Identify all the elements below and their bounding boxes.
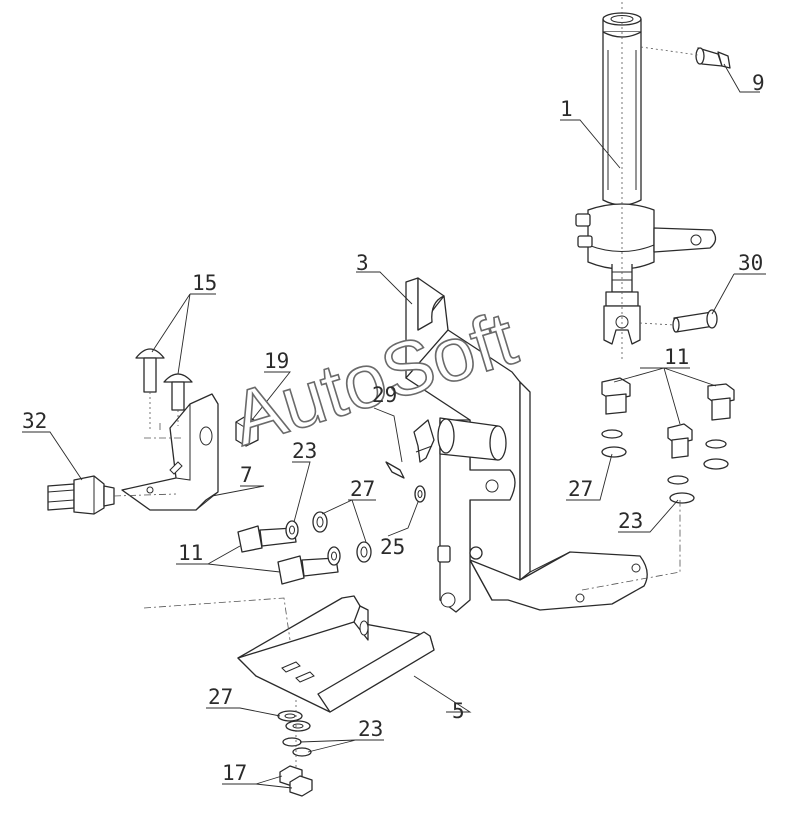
callout-label: 23 — [358, 717, 383, 741]
clevis-pin-part-30 — [639, 309, 718, 333]
callout-label: 32 — [22, 409, 47, 433]
callout-label: 11 — [178, 541, 203, 565]
callout-label: 17 — [222, 761, 247, 785]
callout-label: 27 — [350, 477, 375, 501]
pin-part-9 — [640, 46, 731, 69]
callout-label: 29 — [372, 383, 397, 407]
bracket-part-7 — [121, 393, 219, 511]
bolts-part-11-left — [237, 525, 339, 585]
washers-center — [285, 485, 426, 566]
callout-label: 27 — [568, 477, 593, 501]
spring-clip-part — [385, 419, 435, 479]
callout-label: 5 — [452, 699, 465, 723]
callout-label: 11 — [664, 345, 689, 369]
leader-lines — [22, 63, 766, 789]
callout-label: 19 — [264, 349, 289, 373]
callout-label: 3 — [356, 251, 369, 275]
bottom-fasteners — [277, 700, 313, 797]
nut-part-19 — [235, 415, 259, 447]
callout-label: 27 — [208, 685, 233, 709]
callout-label: 23 — [618, 509, 643, 533]
callout-label: 1 — [560, 97, 573, 121]
callout-label: 30 — [738, 251, 763, 275]
main-frame-part-3 — [405, 277, 648, 613]
callout-label: 7 — [240, 463, 253, 487]
callout-label: 15 — [192, 271, 217, 295]
base-plate-part-5 — [143, 595, 435, 713]
column-tube-part — [575, 2, 717, 360]
switch-part-32 — [47, 475, 177, 515]
callout-labels: 1 9 3 30 15 19 29 11 32 7 23 27 27 23 11… — [22, 71, 765, 785]
callout-label: 9 — [752, 71, 765, 95]
carriage-bolts-part-15 — [135, 348, 193, 430]
fasteners-right — [581, 377, 735, 591]
callout-label: 23 — [292, 439, 317, 463]
callout-label: 25 — [380, 535, 405, 559]
